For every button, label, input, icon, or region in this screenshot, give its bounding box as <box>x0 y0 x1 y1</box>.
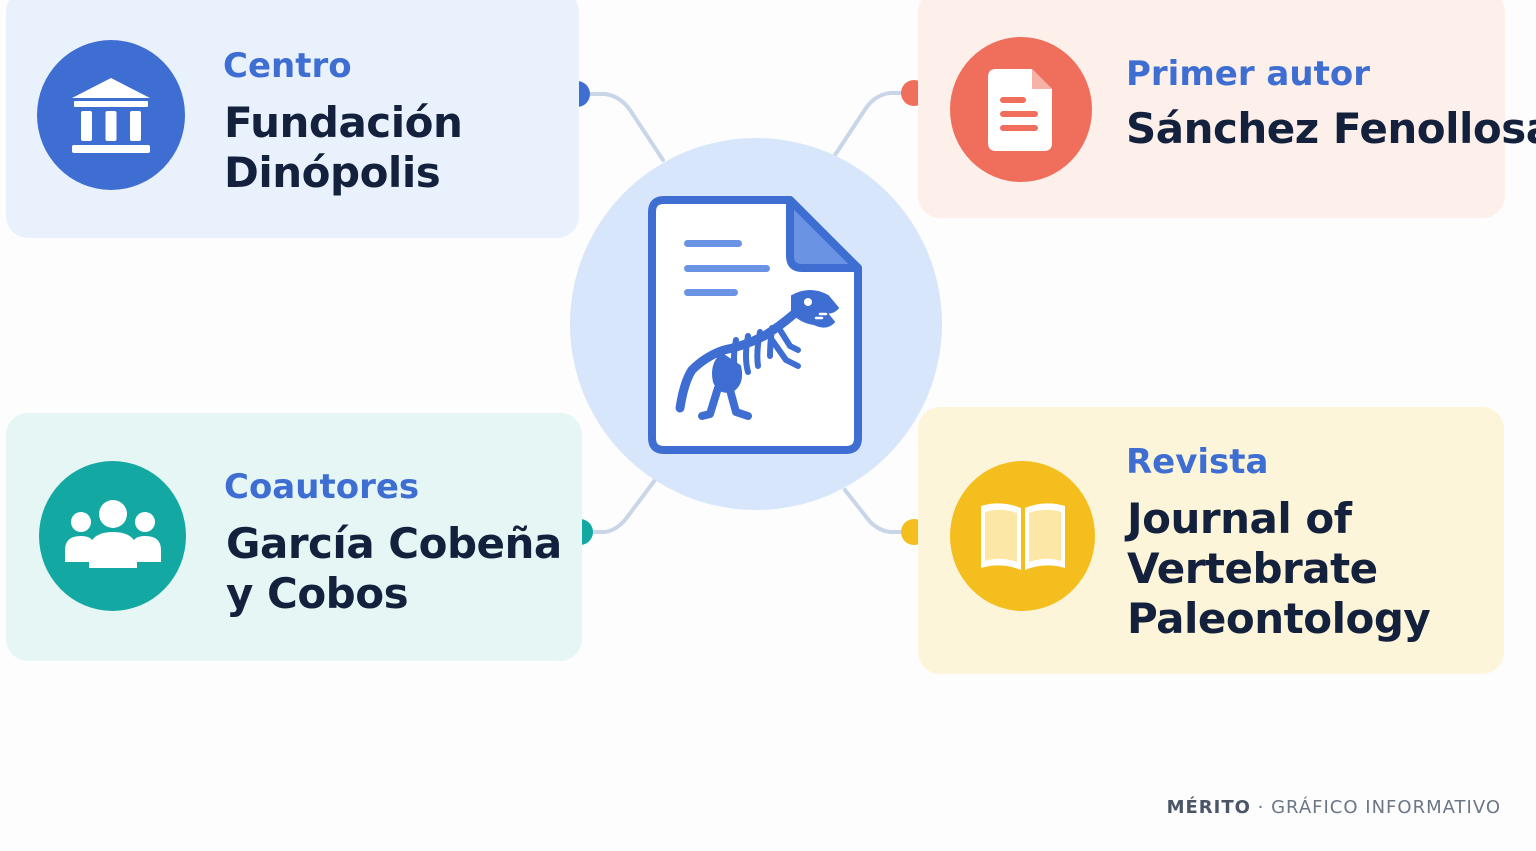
connector-autor <box>833 91 916 157</box>
value-centro: Fundación Dinópolis <box>224 98 463 198</box>
footer-separator: · <box>1250 797 1272 818</box>
document-icon-badge <box>950 37 1092 182</box>
institution-icon <box>72 78 150 153</box>
value-revista: Journal of Vertebrate Paleontology <box>1127 494 1431 644</box>
footer-caption: MÉRITO · GRÁFICO INFORMATIVO <box>1167 797 1501 818</box>
connector-coautores <box>578 478 657 534</box>
value-revista-line-1: Journal of <box>1127 494 1352 543</box>
value-coautores: García Cobeña y Cobos <box>226 519 562 619</box>
group-icon-badge <box>39 461 186 611</box>
fossil-paper-icon <box>648 196 862 454</box>
institution-icon-badge <box>37 40 185 190</box>
value-primer-autor: Sánchez Fenollosa <box>1126 104 1536 154</box>
value-coautores-line-2: y Cobos <box>226 569 409 618</box>
value-centro-line-2: Dinópolis <box>224 148 441 197</box>
group-icon <box>64 500 161 568</box>
open-book-icon-badge <box>950 461 1095 611</box>
connector-centro <box>576 92 665 162</box>
footer-caption-text: GRÁFICO INFORMATIVO <box>1271 797 1501 818</box>
label-revista: Revista <box>1126 442 1269 482</box>
value-centro-line-1: Fundación <box>224 98 463 147</box>
value-revista-line-3: Paleontology <box>1127 594 1431 643</box>
value-primer-autor-line-1: Sánchez Fenollosa <box>1126 104 1536 153</box>
label-centro: Centro <box>223 46 352 86</box>
value-revista-line-2: Vertebrate <box>1127 544 1378 593</box>
value-coautores-line-1: García Cobeña <box>226 519 562 568</box>
open-book-icon <box>980 503 1065 570</box>
connector-revista <box>843 488 916 534</box>
footer-brand: MÉRITO <box>1166 797 1251 818</box>
label-primer-autor: Primer autor <box>1126 54 1370 94</box>
document-icon <box>988 68 1052 151</box>
label-coautores: Coautores <box>224 467 420 507</box>
